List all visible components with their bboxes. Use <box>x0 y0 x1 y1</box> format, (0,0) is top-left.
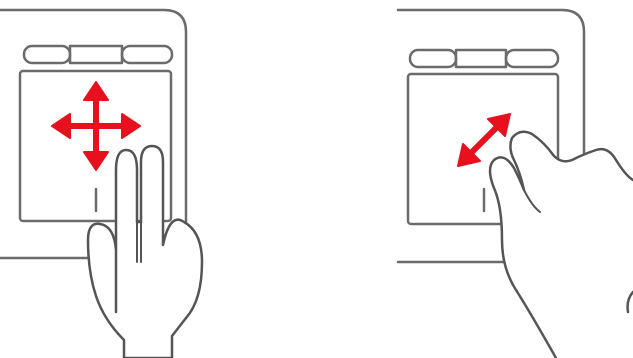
touchpad-button-left <box>24 46 70 63</box>
touchpad-button-middle <box>70 46 122 63</box>
touchpad-button-left <box>410 50 456 67</box>
touchpad-button-right <box>506 50 558 67</box>
pinch-hand-icon <box>490 132 633 358</box>
touchpad-button-middle <box>456 50 506 67</box>
panel-pinch-zoom <box>316 0 632 358</box>
pinch-zoom-diagram <box>316 0 633 358</box>
two-finger-scroll-diagram <box>0 0 316 358</box>
touchpad-button-right <box>122 46 172 63</box>
panel-two-finger-scroll <box>0 0 316 358</box>
